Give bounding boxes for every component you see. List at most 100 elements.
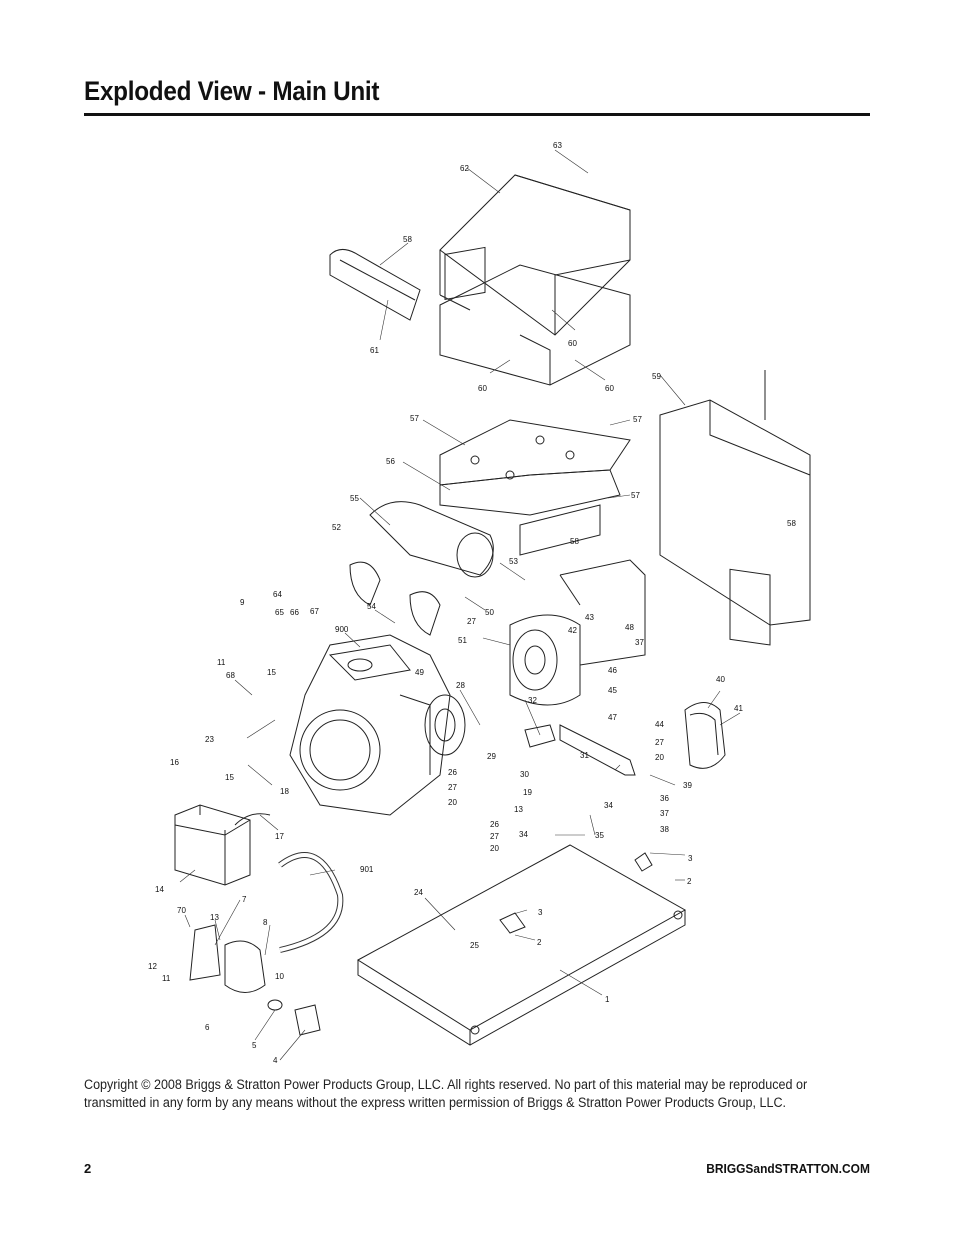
svg-text:12: 12 (148, 962, 157, 971)
svg-text:27: 27 (655, 738, 664, 747)
svg-text:57: 57 (410, 414, 419, 423)
svg-text:61: 61 (370, 346, 379, 355)
svg-text:34: 34 (519, 830, 528, 839)
svg-text:19: 19 (523, 788, 532, 797)
base-frame (357, 844, 687, 1046)
svg-text:44: 44 (655, 720, 664, 729)
svg-text:48: 48 (625, 623, 634, 632)
svg-text:20: 20 (490, 844, 499, 853)
side-panel (439, 246, 631, 386)
svg-text:49: 49 (415, 668, 424, 677)
title-divider (84, 113, 870, 116)
engine (289, 634, 451, 816)
exploded-view-diagram: 63 62 58 61 60 60 60 59 57 57 56 57 55 5… (130, 135, 830, 1070)
svg-text:11: 11 (217, 658, 226, 667)
hose (278, 852, 344, 953)
svg-text:50: 50 (485, 608, 494, 617)
svg-text:51: 51 (458, 636, 467, 645)
svg-text:1: 1 (605, 995, 610, 1004)
svg-text:2: 2 (537, 938, 542, 947)
leader-lines (179, 149, 741, 1061)
adapter-plate (424, 694, 466, 756)
svg-text:25: 25 (470, 941, 479, 950)
svg-text:39: 39 (683, 781, 692, 790)
svg-text:30: 30 (520, 770, 529, 779)
front-cover (329, 249, 421, 321)
svg-text:18: 18 (280, 787, 289, 796)
svg-text:64: 64 (273, 590, 282, 599)
svg-text:60: 60 (568, 339, 577, 348)
alternator (509, 559, 646, 706)
svg-text:60: 60 (605, 384, 614, 393)
svg-text:56: 56 (386, 457, 395, 466)
svg-text:46: 46 (608, 666, 617, 675)
svg-text:14: 14 (155, 885, 164, 894)
svg-text:16: 16 (170, 758, 179, 767)
svg-text:27: 27 (490, 832, 499, 841)
battery (174, 804, 271, 886)
enclosure-panel (659, 370, 811, 646)
svg-text:28: 28 (456, 681, 465, 690)
svg-text:41: 41 (734, 704, 743, 713)
svg-text:5: 5 (252, 1041, 257, 1050)
brackets (524, 724, 636, 776)
svg-text:3: 3 (688, 854, 693, 863)
svg-text:58: 58 (403, 235, 412, 244)
svg-text:26: 26 (490, 820, 499, 829)
svg-text:34: 34 (604, 801, 613, 810)
page-title: Exploded View - Main Unit (84, 76, 380, 106)
svg-text:40: 40 (716, 675, 725, 684)
svg-text:58: 58 (570, 537, 579, 546)
svg-text:26: 26 (448, 768, 457, 777)
fan-guard (684, 702, 726, 769)
vibration-mounts (499, 852, 653, 934)
svg-text:55: 55 (350, 494, 359, 503)
svg-text:2: 2 (687, 877, 692, 886)
copyright-notice: Copyright © 2008 Briggs & Stratton Power… (84, 1077, 808, 1110)
svg-text:53: 53 (509, 557, 518, 566)
svg-text:900: 900 (335, 625, 349, 634)
svg-text:37: 37 (660, 809, 669, 818)
svg-text:43: 43 (585, 613, 594, 622)
svg-text:35: 35 (595, 831, 604, 840)
roof-panels (439, 419, 631, 556)
svg-text:68: 68 (226, 671, 235, 680)
svg-text:29: 29 (487, 752, 496, 761)
svg-text:52: 52 (332, 523, 341, 532)
svg-text:65: 65 (275, 608, 284, 617)
svg-text:60: 60 (478, 384, 487, 393)
svg-text:67: 67 (310, 607, 319, 616)
svg-text:59: 59 (652, 372, 661, 381)
svg-text:45: 45 (608, 686, 617, 695)
svg-text:37: 37 (635, 638, 644, 647)
svg-text:58: 58 (787, 519, 796, 528)
fuel-regulator (189, 924, 321, 1036)
svg-text:9: 9 (240, 598, 245, 607)
svg-text:31: 31 (580, 751, 589, 760)
svg-text:20: 20 (655, 753, 664, 762)
svg-text:13: 13 (210, 913, 219, 922)
svg-text:11: 11 (162, 974, 171, 983)
svg-text:54: 54 (367, 602, 376, 611)
svg-text:27: 27 (467, 617, 476, 626)
svg-text:15: 15 (267, 668, 276, 677)
svg-text:32: 32 (528, 696, 537, 705)
svg-text:6: 6 (205, 1023, 210, 1032)
svg-text:47: 47 (608, 713, 617, 722)
svg-text:7: 7 (242, 895, 247, 904)
svg-text:4: 4 (273, 1056, 278, 1065)
page-number: 2 (84, 1161, 92, 1176)
svg-text:24: 24 (414, 888, 423, 897)
svg-text:15: 15 (225, 773, 234, 782)
svg-text:17: 17 (275, 832, 284, 841)
svg-text:62: 62 (460, 164, 469, 173)
svg-text:57: 57 (633, 415, 642, 424)
part-number-labels: 63 62 58 61 60 60 60 59 57 57 56 57 55 5… (148, 141, 796, 1065)
svg-text:57: 57 (631, 491, 640, 500)
svg-text:42: 42 (568, 626, 577, 635)
svg-text:901: 901 (360, 865, 374, 874)
svg-text:27: 27 (448, 783, 457, 792)
svg-text:66: 66 (290, 608, 299, 617)
muffler (349, 501, 494, 636)
website-link[interactable]: BRIGGSandSTRATTON.COM (706, 1161, 870, 1176)
